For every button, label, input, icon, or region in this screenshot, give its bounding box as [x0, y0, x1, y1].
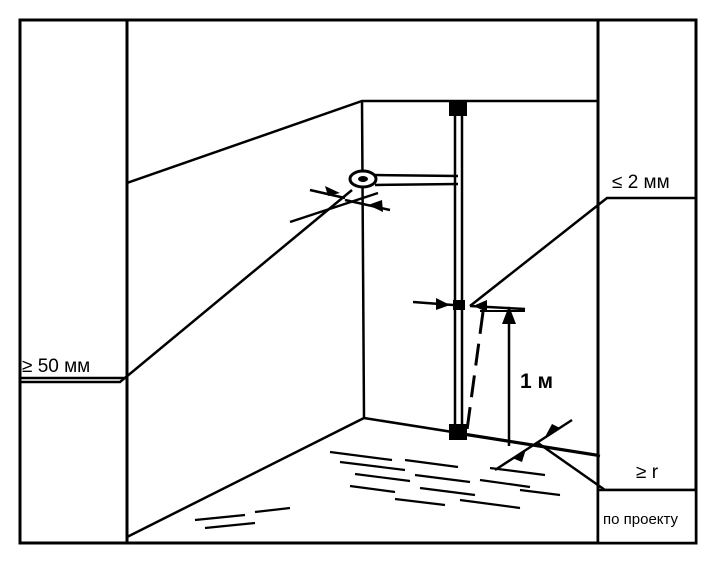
radius-marks: [466, 418, 601, 472]
label-height: 1 м: [520, 370, 553, 393]
arrow-deviation-left: [436, 298, 450, 310]
outer-frame: [18, 18, 698, 545]
label-radius: ≥ r: [636, 462, 659, 483]
branch-pipe: [348, 169, 459, 189]
floor-line-left: [126, 416, 365, 539]
label-wall-offset: ≥ 50 мм: [22, 356, 90, 377]
leader-deviation: [469, 196, 696, 307]
deviation-marks: [412, 300, 526, 311]
riser-pipe: [449, 100, 467, 440]
label-project: по проекту: [603, 511, 679, 528]
project-box: [596, 488, 698, 545]
label-deviation: ≤ 2 мм: [612, 172, 670, 193]
arrow-radius-lower: [512, 449, 526, 462]
room-corner-line: [360, 100, 366, 419]
arrow-right-upper: [368, 200, 383, 212]
height-dimension: [480, 306, 525, 446]
plumb-line: [465, 311, 485, 431]
floor-hatching: [194, 450, 561, 530]
arrow-left-upper: [325, 186, 340, 196]
leader-wall-offset: [20, 189, 353, 384]
arrow-deviation-right: [473, 300, 487, 312]
arrow-radius-upper: [545, 424, 560, 437]
